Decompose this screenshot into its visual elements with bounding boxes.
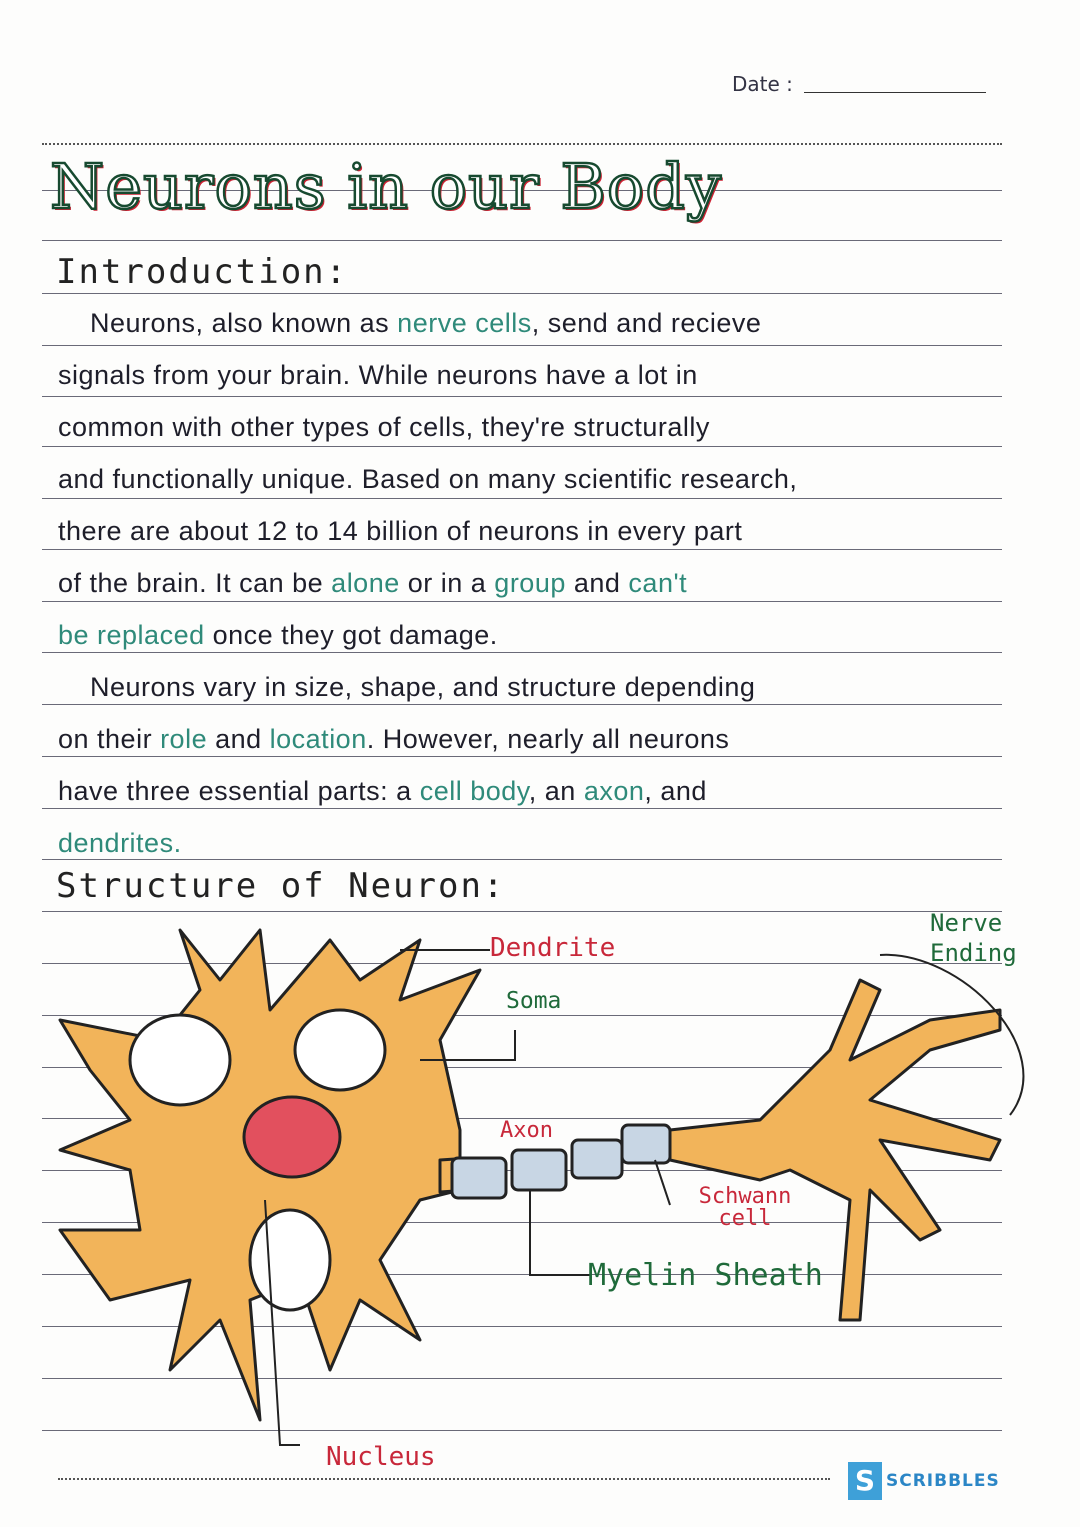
highlighted-term: cell body xyxy=(419,776,529,806)
highlighted-term: axon xyxy=(583,776,645,806)
highlighted-term: group xyxy=(494,568,566,598)
text-segment: , and xyxy=(644,776,707,806)
text-segment: , an xyxy=(528,776,584,806)
label-leaders xyxy=(264,949,1025,1446)
ruled-line xyxy=(42,396,1002,397)
ruled-line xyxy=(42,704,1002,705)
text-line: Neurons, also known as nerve cells, send… xyxy=(58,308,761,339)
label-soma: Soma xyxy=(506,988,562,1014)
ruled-line xyxy=(42,859,1002,860)
cell-body-gap xyxy=(128,1013,232,1107)
logo-text: SCRIBBLES xyxy=(886,1471,1000,1491)
text-segment: once they got damage. xyxy=(204,620,498,650)
text-segment: common with other types of cells, they'r… xyxy=(58,412,710,442)
ruled-line xyxy=(42,240,1002,241)
ruled-line xyxy=(42,549,1002,550)
bottom-dotted-line xyxy=(58,1478,830,1480)
text-segment: . However, nearly all neurons xyxy=(366,724,730,754)
neuron-diagram xyxy=(58,928,1025,1446)
text-line: and functionally unique. Based on many s… xyxy=(58,464,797,495)
text-segment: signals from your brain. While neurons h… xyxy=(58,360,698,390)
text-segment: on their xyxy=(58,724,161,754)
highlighted-term: nerve cells xyxy=(397,308,532,338)
text-segment: of the brain. It can be xyxy=(58,568,332,598)
ruled-line xyxy=(42,1015,1002,1016)
ruled-line xyxy=(42,498,1002,499)
date-label: Date : xyxy=(732,72,793,96)
text-line: common with other types of cells, they'r… xyxy=(58,412,710,443)
text-line: have three essential parts: a cell body,… xyxy=(58,776,707,807)
highlighted-term: role xyxy=(160,724,208,754)
top-dotted-line xyxy=(42,143,1002,145)
cell-body-gap xyxy=(248,1208,332,1312)
ruled-line xyxy=(42,808,1002,809)
text-segment: or in a xyxy=(399,568,495,598)
ruled-line xyxy=(42,911,1002,912)
text-line: be replaced once they got damage. xyxy=(58,620,498,651)
text-segment: and functionally unique. Based on many s… xyxy=(58,464,798,494)
ruled-line xyxy=(42,190,1002,191)
ruled-line xyxy=(42,293,1002,294)
ruled-line xyxy=(42,1118,1002,1119)
highlighted-term: location xyxy=(269,724,367,754)
ruled-line xyxy=(42,1274,1002,1275)
label-schwann-cell: Schwann cell xyxy=(698,1184,792,1231)
highlighted-term: dendrites. xyxy=(58,828,182,858)
scribbles-logo: S SCRIBBLES xyxy=(848,1462,1000,1500)
text-line: Neurons vary in size, shape, and structu… xyxy=(58,672,755,703)
text-segment: Neurons, also known as xyxy=(58,308,398,338)
page-title: Neurons in our Body xyxy=(49,149,722,225)
ruled-line xyxy=(42,652,1002,653)
label-nerve-ending: Nerve Ending xyxy=(930,909,1017,967)
text-line: there are about 12 to 14 billion of neur… xyxy=(58,516,742,547)
structure-heading: Structure of Neuron: xyxy=(56,866,506,906)
highlighted-term: alone xyxy=(331,568,400,598)
ruled-line xyxy=(42,963,1002,964)
ruled-line xyxy=(42,1326,1002,1327)
label-axon: Axon xyxy=(500,1118,553,1143)
text-line: dendrites. xyxy=(58,828,182,859)
text-segment: and xyxy=(207,724,270,754)
logo-s-icon: S xyxy=(848,1462,882,1500)
ruled-line xyxy=(42,1067,1002,1068)
intro-heading: Introduction: xyxy=(56,252,349,292)
ruled-line xyxy=(42,1430,1002,1431)
text-segment: there are about 12 to 14 billion of neur… xyxy=(58,516,743,546)
text-line: of the brain. It can be alone or in a gr… xyxy=(58,568,687,599)
label-dendrite: Dendrite xyxy=(490,933,616,963)
text-segment: , send and recieve xyxy=(531,308,762,338)
nucleus xyxy=(242,1095,342,1179)
text-segment: and xyxy=(565,568,629,598)
ruled-line xyxy=(42,756,1002,757)
text-segment: have three essential parts: a xyxy=(58,776,420,806)
ruled-line xyxy=(42,1378,1002,1379)
label-nucleus: Nucleus xyxy=(326,1442,436,1472)
cell-body-gap xyxy=(293,1008,387,1092)
ruled-line xyxy=(42,345,1002,346)
ruled-line xyxy=(42,446,1002,447)
ruled-line xyxy=(42,601,1002,602)
ruled-line xyxy=(42,1222,1002,1223)
date-field-line xyxy=(804,92,986,93)
text-line: signals from your brain. While neurons h… xyxy=(58,360,698,391)
text-line: on their role and location. However, nea… xyxy=(58,724,729,755)
highlighted-term: be replaced xyxy=(58,620,205,650)
highlighted-term: can't xyxy=(628,568,688,598)
text-segment: Neurons vary in size, shape, and structu… xyxy=(58,672,756,702)
label-myelin-sheath: Myelin Sheath xyxy=(588,1258,823,1293)
myelin-sheath xyxy=(450,1123,672,1200)
